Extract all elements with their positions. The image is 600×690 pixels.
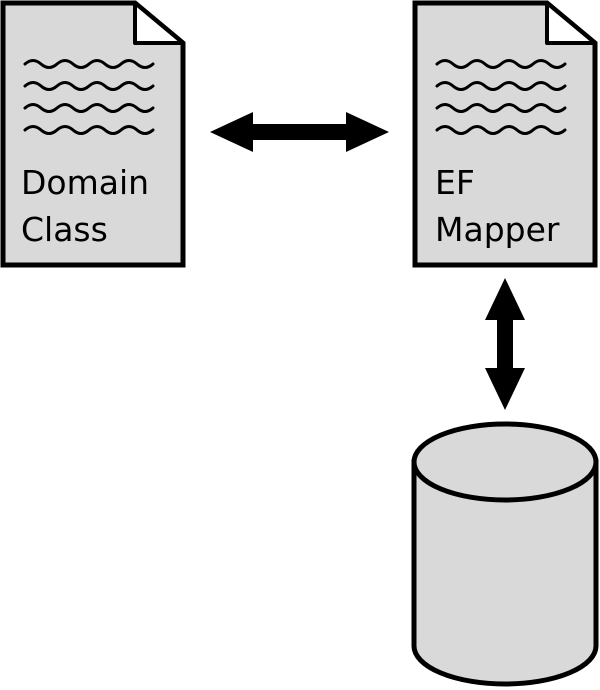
database-top xyxy=(411,421,599,503)
domain-class-page-fold xyxy=(133,1,185,45)
vertical-double-arrow-icon xyxy=(485,278,525,410)
database-cylinder-icon xyxy=(411,421,599,687)
domain-class-text-lines-icon xyxy=(23,59,155,135)
ef-mapper-label-line2: Mapper xyxy=(435,210,560,249)
domain-class-label-line2: Class xyxy=(21,210,108,249)
ef-mapper-text-lines-icon xyxy=(435,59,567,135)
horizontal-double-arrow-icon xyxy=(210,112,389,152)
domain-class-document: Domain Class xyxy=(0,0,186,268)
ef-mapper-page-fold xyxy=(545,1,597,45)
database-body xyxy=(411,459,599,687)
ef-mapper-document: EF Mapper xyxy=(412,0,598,268)
ef-mapper-label-line1: EF xyxy=(435,163,475,202)
domain-class-label-line1: Domain xyxy=(21,163,149,202)
